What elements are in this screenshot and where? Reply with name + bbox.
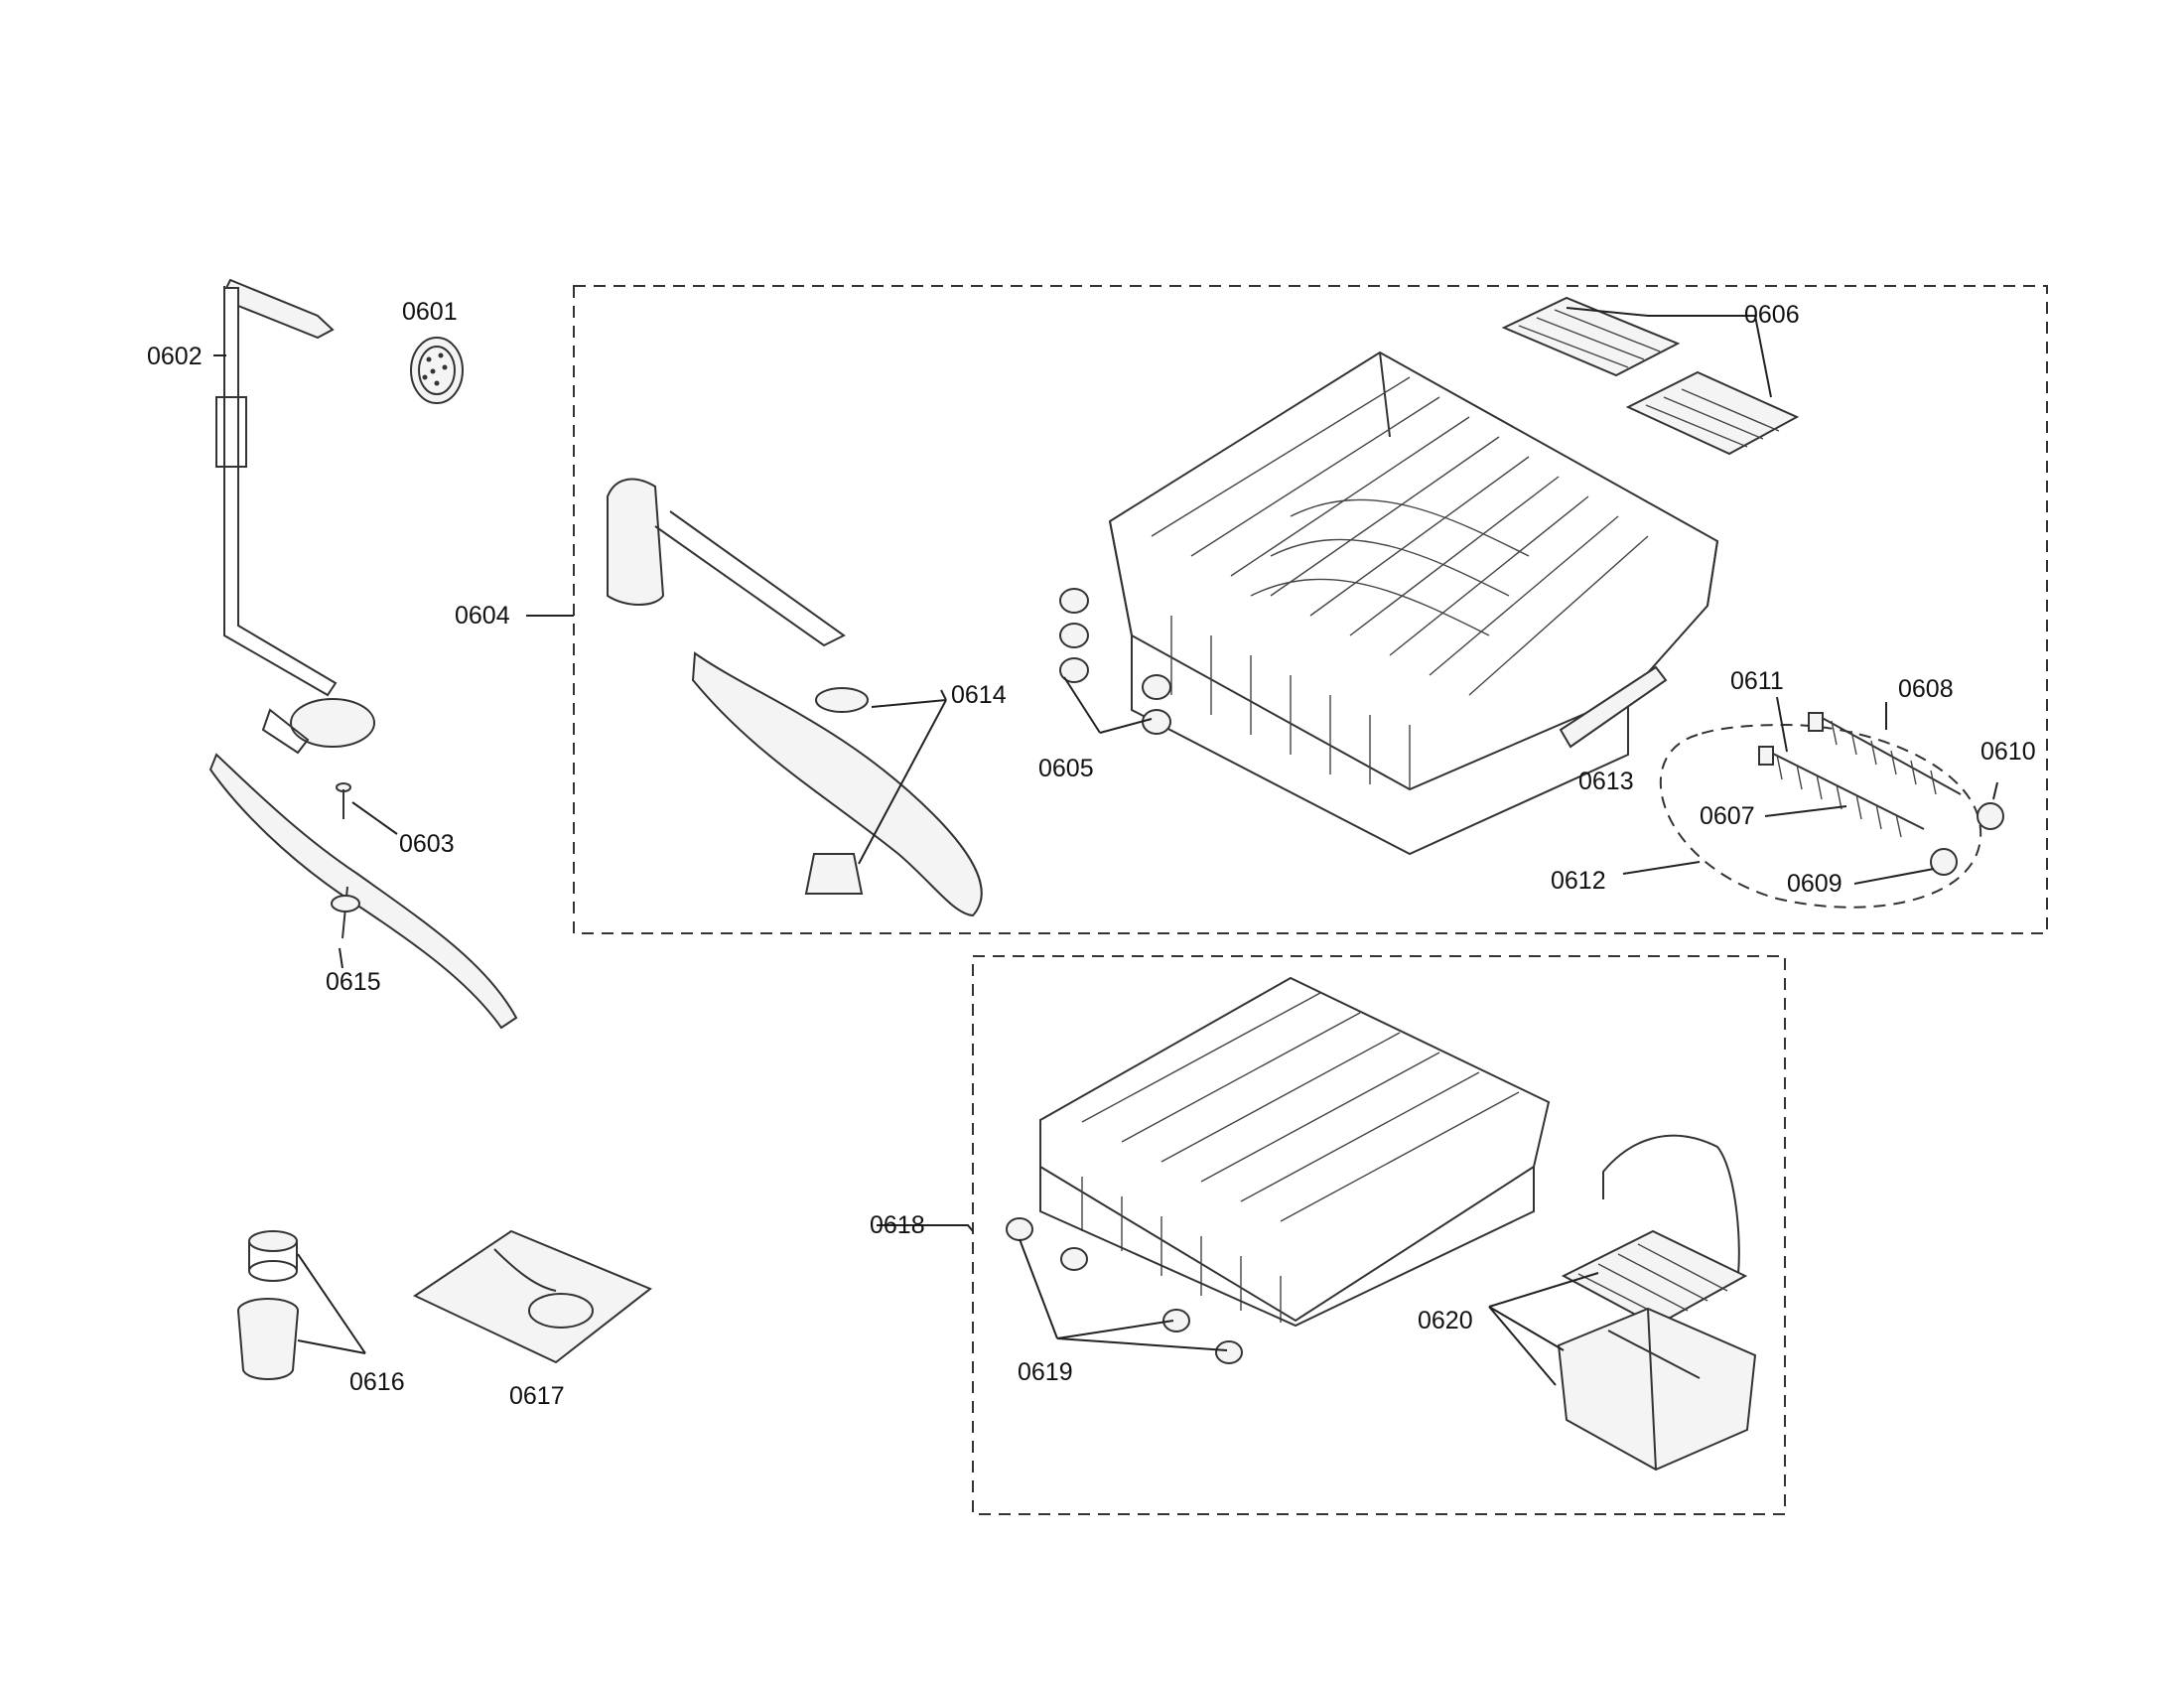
label-0605: 0605	[1038, 755, 1094, 782]
lower-spray-arm-part	[208, 753, 518, 1030]
screw-part	[336, 782, 351, 819]
label-0615: 0615	[326, 968, 381, 996]
label-0616: 0616	[349, 1368, 405, 1396]
lower-rack-wheels-part	[1006, 1217, 1243, 1364]
rack-adjuster-group-outline	[1659, 723, 1982, 909]
label-0601: 0601	[402, 298, 458, 326]
label-0609: 0609	[1787, 870, 1843, 898]
label-0618: 0618	[870, 1211, 925, 1239]
lower-rack-group-box	[972, 955, 1786, 1515]
label-0620: 0620	[1418, 1307, 1473, 1334]
upper-spray-arm-part	[607, 478, 983, 917]
rack-adjuster-parts	[1758, 712, 2004, 876]
upper-rack-part	[1108, 351, 1719, 856]
label-0619: 0619	[1018, 1358, 1073, 1386]
cutlery-basket-part	[1557, 1134, 1757, 1472]
label-0602: 0602	[147, 343, 203, 370]
lower-rack-part	[1039, 976, 1551, 1328]
filter-plate-part	[412, 1229, 652, 1364]
label-0614: 0614	[951, 681, 1007, 709]
cup-shelves-part	[1501, 296, 1800, 456]
label-0612: 0612	[1551, 867, 1606, 895]
label-0603: 0603	[399, 830, 455, 858]
label-0606: 0606	[1744, 301, 1800, 329]
label-0608: 0608	[1898, 675, 1954, 703]
spray-nozzle-part	[410, 337, 464, 404]
label-0613: 0613	[1578, 768, 1634, 795]
upper-rack-group-box	[573, 285, 2048, 934]
filter-part	[237, 1230, 299, 1380]
supply-tube-part	[215, 278, 375, 755]
label-0607: 0607	[1700, 802, 1755, 830]
leader-lines	[213, 307, 1998, 1386]
label-0604: 0604	[455, 602, 510, 630]
label-0617: 0617	[509, 1382, 565, 1410]
rack-wheels-part	[1059, 588, 1171, 735]
rack-handle-part	[1559, 665, 1668, 749]
label-0611: 0611	[1730, 667, 1784, 695]
label-0610: 0610	[1980, 738, 2036, 766]
